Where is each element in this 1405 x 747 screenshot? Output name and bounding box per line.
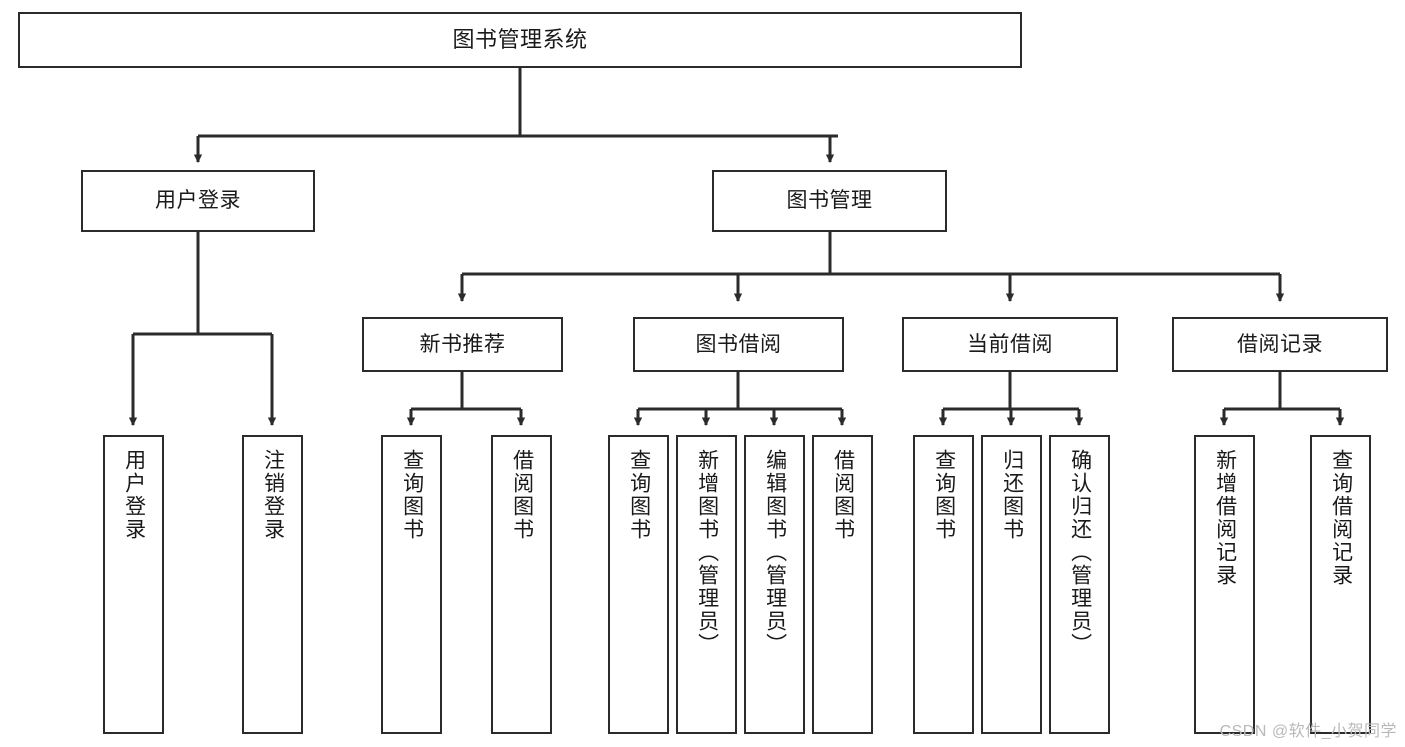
node-leaf-edit-book[interactable]: 编辑图书（管理员）	[744, 435, 805, 734]
node-label: 编辑图书（管理员）	[763, 449, 787, 656]
node-leaf-borrow-book-1[interactable]: 借阅图书	[491, 435, 552, 734]
node-label: 确认归还（管理员）	[1068, 449, 1092, 656]
node-leaf-query-record[interactable]: 查询借阅记录	[1310, 435, 1371, 734]
node-label: 图书管理	[786, 189, 873, 213]
node-leaf-confirm-return[interactable]: 确认归还（管理员）	[1049, 435, 1110, 734]
node-label: 查询借阅记录	[1329, 449, 1353, 587]
node-leaf-query-book-1[interactable]: 查询图书	[381, 435, 442, 734]
node-label: 图书管理系统	[452, 27, 588, 53]
node-leaf-query-book-2[interactable]: 查询图书	[608, 435, 669, 734]
node-label: 用户登录	[155, 189, 241, 213]
node-leaf-borrow-book-2[interactable]: 借阅图书	[812, 435, 873, 734]
node-label: 新增借阅记录	[1213, 449, 1237, 587]
node-leaf-add-book[interactable]: 新增图书（管理员）	[676, 435, 737, 734]
node-label: 借阅记录	[1237, 332, 1323, 356]
watermark-text: CSDN @软件_小贺同学	[1219, 723, 1397, 740]
node-leaf-logout-login[interactable]: 注销登录	[242, 435, 303, 734]
node-leaf-query-book-3[interactable]: 查询图书	[913, 435, 974, 734]
node-label: 借阅图书	[510, 449, 534, 541]
node-label: 图书借阅	[695, 332, 782, 356]
node-leaf-return-book[interactable]: 归还图书	[981, 435, 1042, 734]
node-new-book-recommend[interactable]: 新书推荐	[362, 317, 563, 372]
node-label: 查询图书	[400, 449, 424, 541]
node-label: 查询图书	[932, 449, 956, 541]
node-leaf-user-login[interactable]: 用户登录	[103, 435, 164, 734]
node-label: 注销登录	[261, 449, 285, 541]
node-label: 用户登录	[122, 449, 146, 541]
node-borrow-record[interactable]: 借阅记录	[1172, 317, 1388, 372]
node-label: 归还图书	[1000, 449, 1024, 541]
node-label: 查询图书	[627, 449, 651, 541]
node-label: 当前借阅	[967, 332, 1053, 356]
node-label: 新书推荐	[419, 332, 506, 356]
node-user-login[interactable]: 用户登录	[81, 170, 315, 232]
node-root-book-management-system[interactable]: 图书管理系统	[18, 12, 1022, 68]
node-label: 借阅图书	[831, 449, 855, 541]
node-label: 新增图书（管理员）	[695, 449, 719, 656]
node-book-borrow[interactable]: 图书借阅	[633, 317, 844, 372]
node-leaf-add-record[interactable]: 新增借阅记录	[1194, 435, 1255, 734]
node-current-borrow[interactable]: 当前借阅	[902, 317, 1118, 372]
node-book-management[interactable]: 图书管理	[712, 170, 947, 232]
